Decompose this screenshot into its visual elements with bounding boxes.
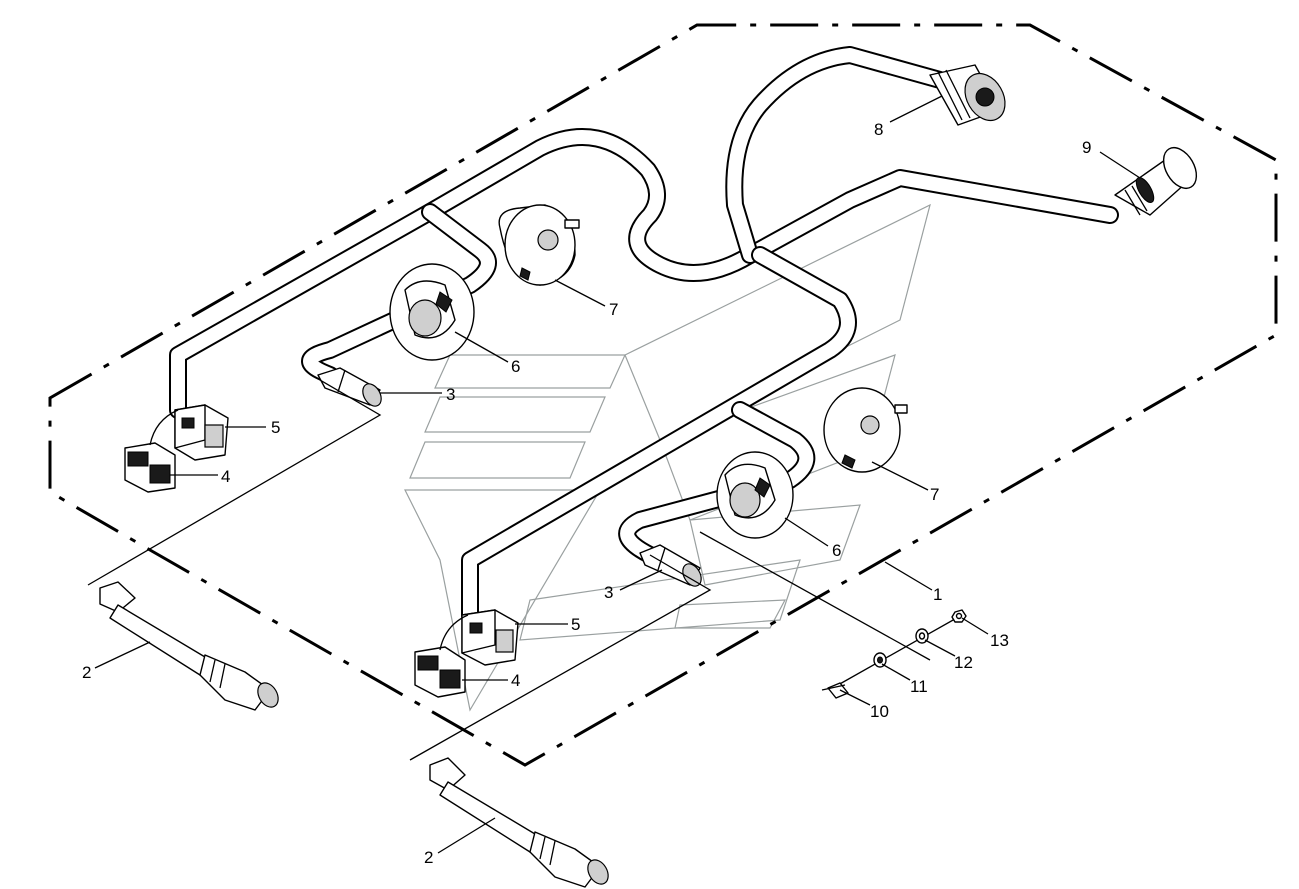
extension-cable-2a bbox=[99, 581, 279, 711]
socket-plug-9 bbox=[1114, 147, 1198, 216]
callout-4-bottom: 4 bbox=[511, 671, 520, 690]
callout-13: 13 bbox=[990, 631, 1009, 650]
callout-2-bottom: 2 bbox=[424, 848, 433, 867]
callout-11: 11 bbox=[910, 677, 928, 696]
callout-3-top: 3 bbox=[446, 385, 455, 404]
washer-11 bbox=[873, 652, 887, 668]
callout-8: 8 bbox=[874, 120, 883, 139]
round-plug-8 bbox=[929, 64, 1006, 126]
callout-10: 10 bbox=[870, 702, 889, 721]
lamp-unit-6b bbox=[716, 451, 794, 539]
callout-12: 12 bbox=[954, 653, 973, 672]
callout-7-top: 7 bbox=[609, 300, 618, 319]
callout-9: 9 bbox=[1082, 138, 1091, 157]
callout-5-bottom: 5 bbox=[571, 615, 580, 634]
connector-3a bbox=[317, 367, 382, 407]
assembly-outline bbox=[48, 23, 1278, 767]
callout-6-bottom: 6 bbox=[832, 541, 841, 560]
callout-4-top: 4 bbox=[221, 467, 230, 486]
plug-4a-wire bbox=[149, 409, 179, 446]
callout-3-bottom: 3 bbox=[604, 583, 613, 602]
callout-1: 1 bbox=[933, 585, 942, 604]
lamp-housing-7a bbox=[498, 204, 580, 286]
callout-6-top: 6 bbox=[511, 357, 520, 376]
junction-box-5a bbox=[174, 404, 229, 461]
leader-lines bbox=[94, 95, 1141, 854]
lamp-housing-7b bbox=[823, 387, 908, 473]
callout-5-top: 5 bbox=[271, 418, 280, 437]
nut-13 bbox=[951, 609, 967, 623]
washer-12 bbox=[915, 628, 929, 644]
junction-box-5b bbox=[461, 609, 519, 666]
cable-harness bbox=[169, 46, 1119, 624]
plug-4b-wire bbox=[439, 614, 469, 651]
extension-cable-2b bbox=[429, 757, 609, 888]
screw-10 bbox=[821, 682, 849, 699]
reference-lines bbox=[87, 379, 963, 761]
plug-4a bbox=[124, 442, 176, 493]
callout-2-top: 2 bbox=[82, 663, 91, 682]
callout-7-bottom: 7 bbox=[930, 485, 939, 504]
plug-4b bbox=[414, 646, 466, 698]
lamp-unit-6a bbox=[389, 263, 475, 361]
callout-labels: 1 2 2 3 3 4 4 5 5 6 6 7 7 8 9 10 11 12 1… bbox=[82, 120, 1091, 867]
